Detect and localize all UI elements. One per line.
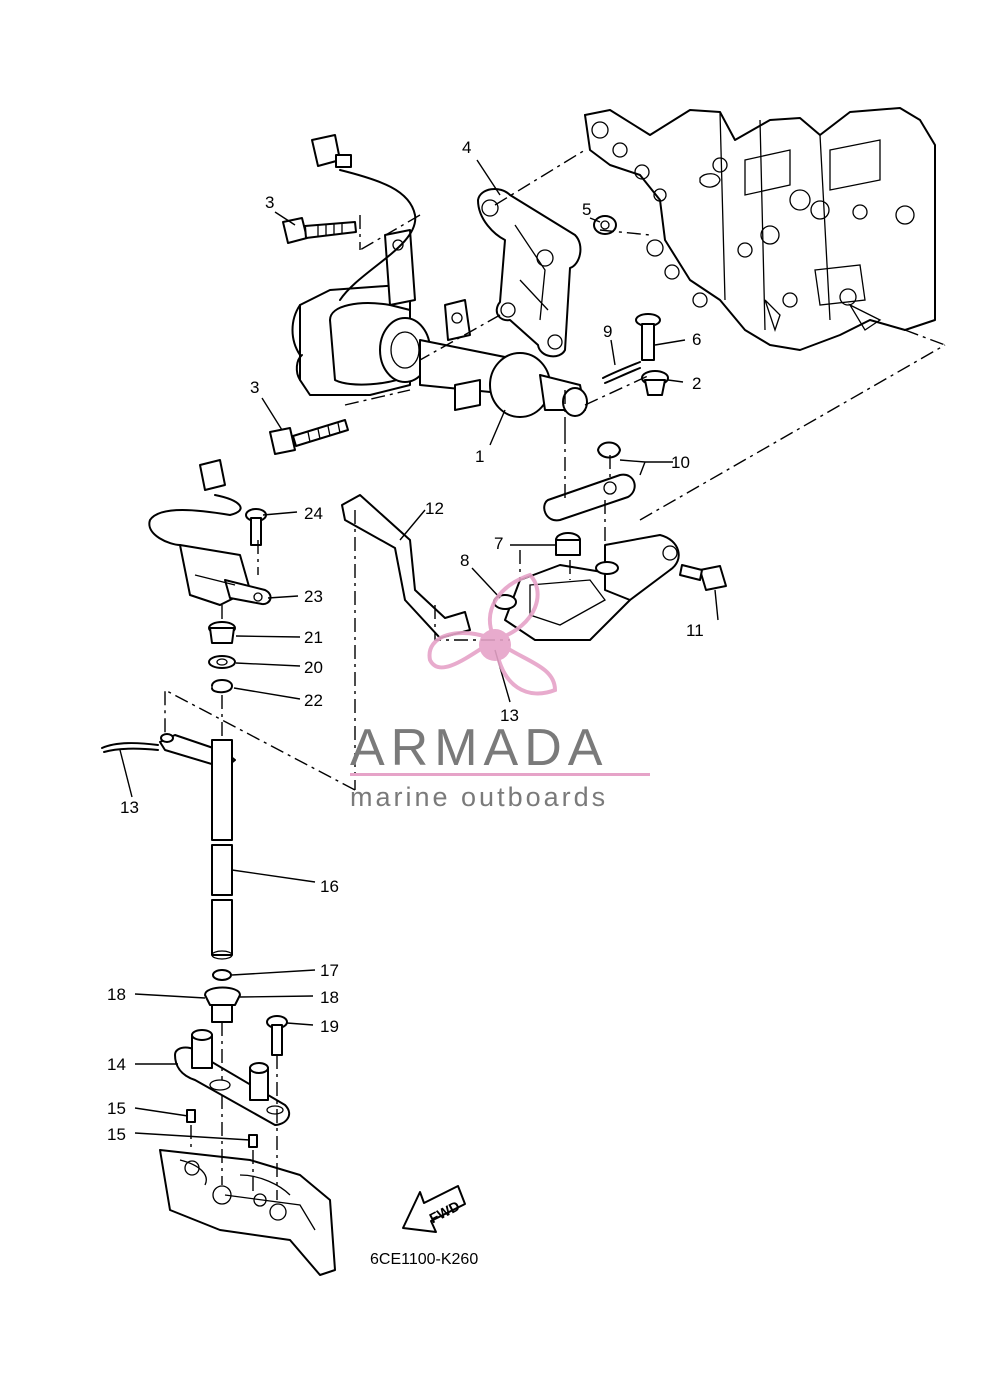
- shift-actuator: [291, 134, 588, 418]
- clip: [602, 361, 641, 384]
- armada-logo-icon: [427, 572, 558, 696]
- callout-5: 5: [582, 200, 591, 219]
- bush-18: [204, 986, 241, 1023]
- callout-19: 19: [320, 1017, 339, 1036]
- callout-17: 17: [320, 961, 339, 980]
- callout-13-left: 13: [120, 798, 139, 817]
- bracket: [477, 188, 582, 358]
- callout-3-upper: 3: [265, 193, 274, 212]
- callout-7: 7: [494, 534, 503, 553]
- callout-9: 9: [603, 322, 612, 341]
- callout-20: 20: [304, 658, 323, 677]
- collar-7: [555, 532, 581, 556]
- dowel-pin-b: [248, 1134, 258, 1148]
- nut: [593, 215, 617, 235]
- callout-21: 21: [304, 628, 323, 647]
- leader-lines: [119, 159, 719, 1141]
- alignment-lines: [164, 149, 946, 1200]
- callout-18-left: 18: [107, 985, 126, 1004]
- callout-1: 1: [475, 447, 484, 466]
- callout-24: 24: [304, 504, 323, 523]
- screw-24: [245, 508, 267, 546]
- collar: [641, 370, 669, 396]
- callout-2: 2: [692, 374, 701, 393]
- watermark-subtitle: marine outboards: [350, 782, 608, 812]
- callout-4: 4: [462, 138, 471, 157]
- o-ring-17: [212, 969, 232, 981]
- circlip-22: [211, 679, 233, 694]
- bolt-19: [266, 1015, 288, 1056]
- callout-10: 10: [671, 453, 690, 472]
- lower-casing: [159, 1149, 336, 1276]
- link-plate: [543, 441, 636, 522]
- shift-rod: [211, 739, 233, 960]
- base-plate: [174, 1029, 291, 1126]
- callout-labels: 1 2 3 3 4 5 6 7 8 9 10 11 12 13 13 14 15…: [107, 138, 704, 1144]
- callout-16: 16: [320, 877, 339, 896]
- watermark: ARMADA marine outboards: [350, 572, 650, 812]
- callout-6: 6: [692, 330, 701, 349]
- callout-3-lower: 3: [250, 378, 259, 397]
- callout-11: 11: [686, 621, 704, 640]
- callout-23: 23: [304, 587, 323, 606]
- pin: [635, 313, 661, 361]
- diagram-part-code: 6CE1100-K260: [370, 1251, 478, 1268]
- bushing-21: [208, 621, 236, 644]
- callout-13-center: 13: [500, 706, 519, 725]
- bolt-upper: [282, 217, 357, 244]
- position-sensor: [148, 459, 272, 606]
- callout-15-upper: 15: [107, 1099, 126, 1118]
- watermark-title: ARMADA: [350, 719, 608, 777]
- watermark-rule: [350, 773, 650, 776]
- engine-block: [584, 107, 936, 351]
- washer-20: [208, 655, 236, 669]
- callout-15-lower: 15: [107, 1125, 126, 1144]
- dowel-pin-a: [186, 1109, 196, 1123]
- callout-14: 14: [107, 1055, 126, 1074]
- callout-12: 12: [425, 499, 444, 518]
- bolt-lower: [269, 419, 349, 455]
- callout-22: 22: [304, 691, 323, 710]
- callout-18-right: 18: [320, 988, 339, 1007]
- callout-8: 8: [460, 551, 469, 570]
- lever-arm: [341, 494, 471, 639]
- forward-arrow-icon: FWD: [402, 1185, 466, 1233]
